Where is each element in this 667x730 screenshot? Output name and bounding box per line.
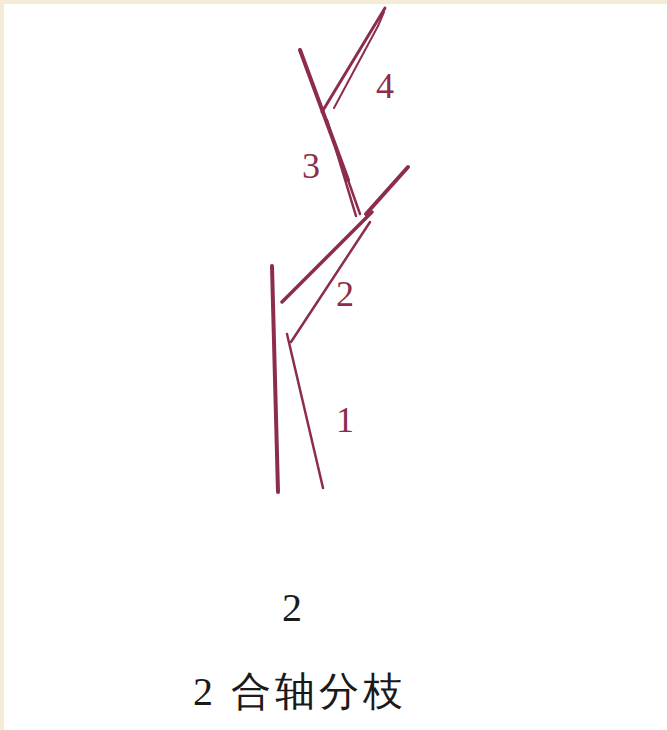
- figure-caption: 2 合轴分枝: [193, 672, 407, 712]
- figure-number: 2: [282, 588, 302, 628]
- callout-number: 3: [302, 148, 320, 184]
- callout-number: 2: [336, 276, 354, 312]
- callout-number: 4: [376, 68, 394, 104]
- callout-number: 1: [336, 402, 354, 438]
